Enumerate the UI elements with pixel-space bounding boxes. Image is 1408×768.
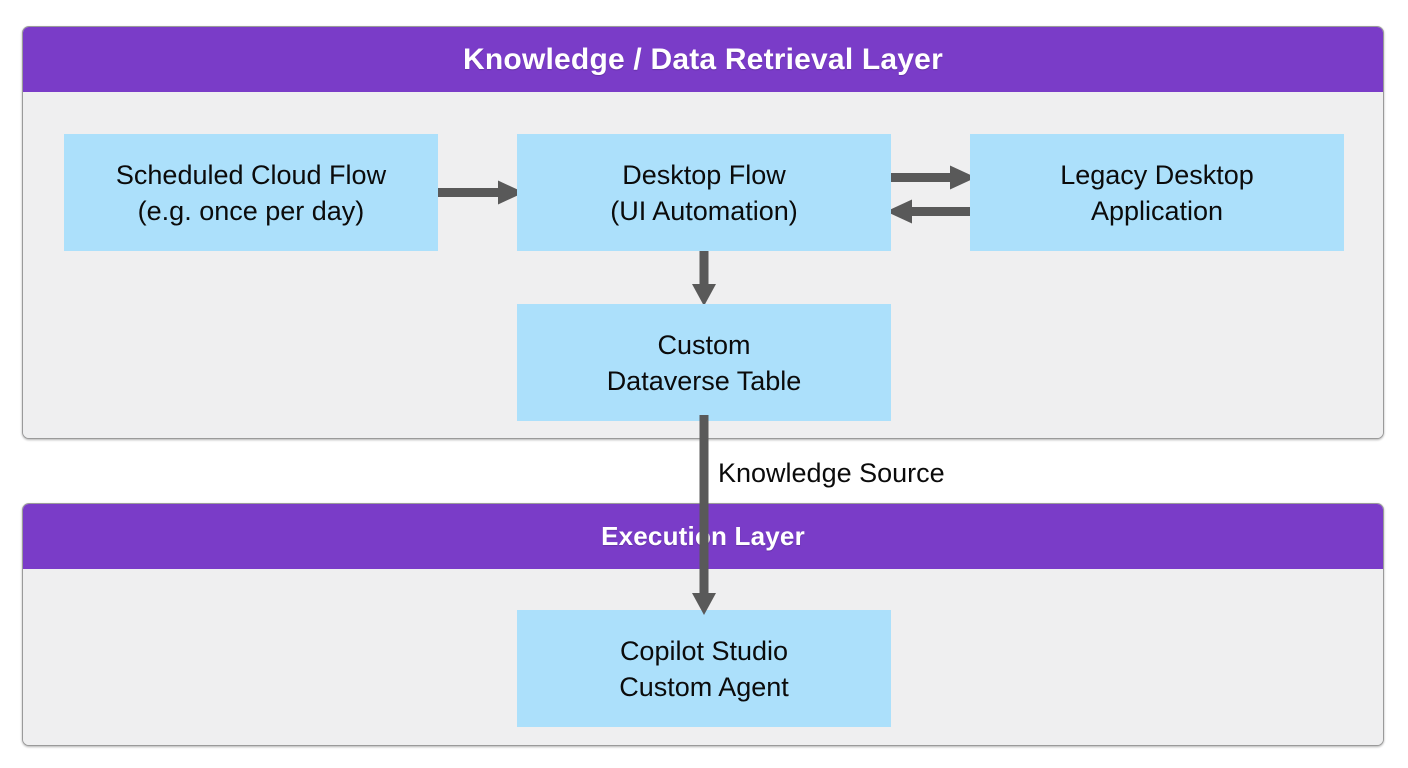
node-custom-dataverse-table-line-1: Custom [657,329,751,360]
panel-execution-header-label: Execution Layer [601,521,805,551]
node-copilot-studio-custom-agent-line-1: Copilot Studio [619,635,789,666]
node-custom-dataverse-table-line-2: Dataverse Table [606,365,802,396]
node-desktop-flow-line-2: (UI Automation) [610,195,798,226]
edge-label-knowledge-source: Knowledge Source [718,458,945,488]
node-copilot-studio-custom-agent-line-2: Custom Agent [619,671,789,702]
panel-execution-header: Execution Layer [23,504,1383,569]
node-legacy-desktop-application-line-1: Legacy Desktop [1060,159,1254,190]
node-scheduled-cloud-flow-line-1: Scheduled Cloud Flow [115,159,387,190]
node-desktop-flow[interactable]: Desktop Flow (UI Automation) [517,134,891,251]
panel-knowledge-header-label: Knowledge / Data Retrieval Layer [463,42,943,76]
panel-knowledge-header: Knowledge / Data Retrieval Layer [23,27,1383,92]
node-copilot-studio-custom-agent[interactable]: Copilot Studio Custom Agent [517,610,891,727]
node-legacy-desktop-application-line-2: Application [1090,195,1224,226]
node-desktop-flow-line-1: Desktop Flow [622,159,786,190]
node-legacy-desktop-application[interactable]: Legacy Desktop Application [970,134,1344,251]
node-custom-dataverse-table[interactable]: Custom Dataverse Table [517,304,891,421]
node-scheduled-cloud-flow[interactable]: Scheduled Cloud Flow (e.g. once per day) [64,134,438,251]
node-scheduled-cloud-flow-line-2: (e.g. once per day) [137,195,365,226]
